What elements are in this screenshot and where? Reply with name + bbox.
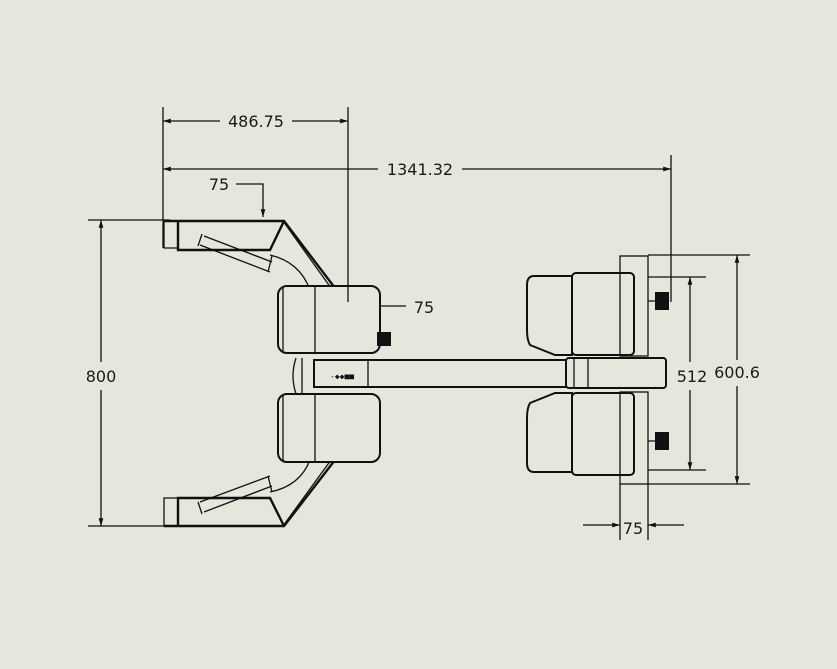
front-arm-top	[163, 219, 336, 291]
dim-label-rear-offset: 75	[623, 519, 643, 538]
dim-arm-width	[236, 183, 266, 217]
dim-label-arm-length: 486.75	[228, 112, 284, 131]
dim-label-arm-width: 75	[209, 175, 229, 194]
dim-rear-outer-width	[648, 254, 750, 485]
dim-label-rear-outer-width: 600.6	[714, 363, 760, 382]
dim-overall-width	[88, 219, 170, 527]
front-wheel-bottom	[277, 393, 381, 463]
center-beam: -◆◆■■	[292, 357, 667, 395]
rear-wheel-bottom	[526, 391, 669, 485]
dim-label-overall-width: 800	[86, 367, 117, 386]
dim-label-wheel-offset: 75	[414, 298, 434, 317]
rear-wheel-top	[526, 255, 669, 357]
dim-rear-offset	[583, 484, 684, 540]
dim-label-rear-inner-width: 512	[677, 367, 708, 386]
front-wheel-top	[277, 285, 391, 354]
svg-text:-◆◆■■: -◆◆■■	[330, 372, 354, 381]
dim-arm-length	[162, 107, 349, 302]
front-arm-bottom	[163, 459, 336, 528]
dim-label-overall-length: 1341.32	[387, 160, 453, 179]
dim-rear-inner-width	[648, 276, 706, 471]
